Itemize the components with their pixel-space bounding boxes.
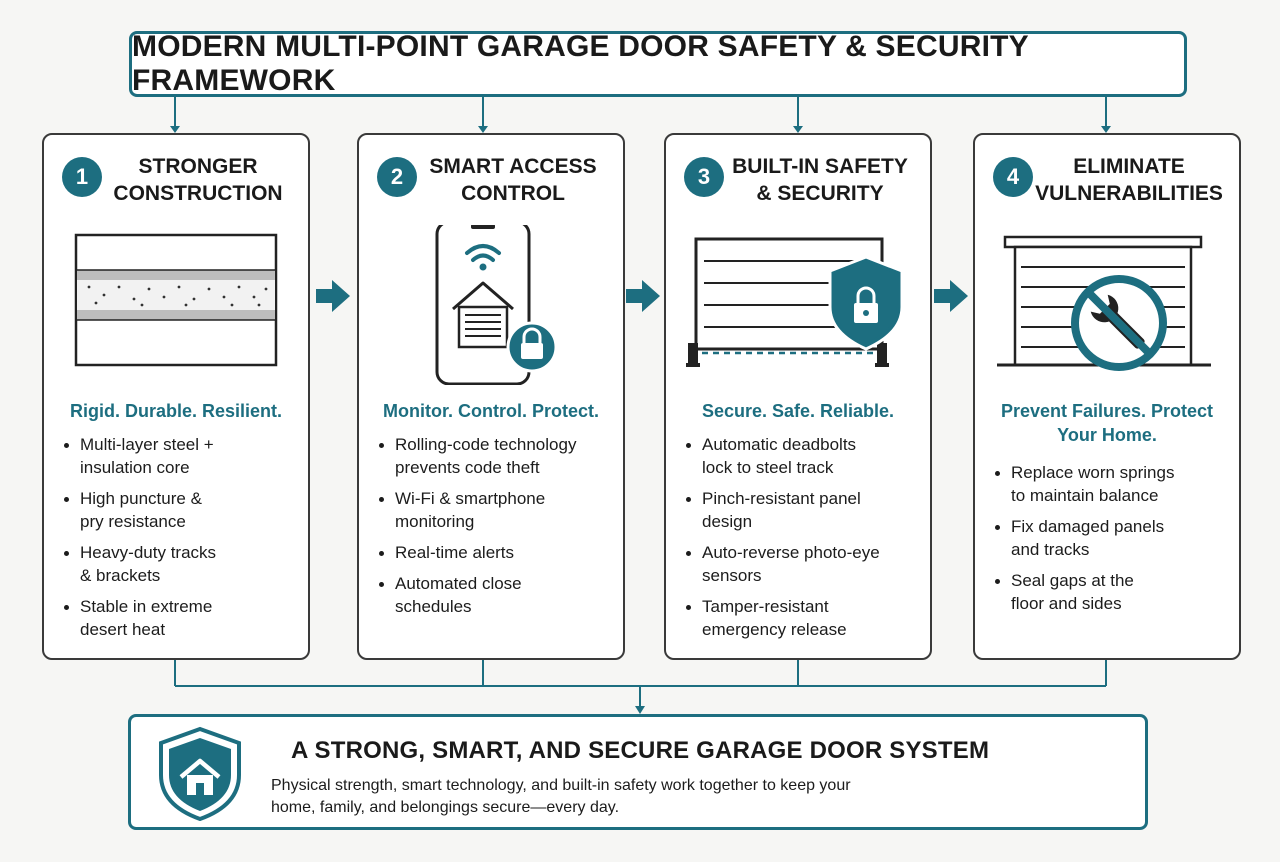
arrowhead-card1 [170,126,180,133]
arrowhead-card4 [1101,126,1111,133]
arrow-right-icon [626,280,660,312]
bullet-list: Multi-layer steel +insulation core High … [60,433,298,649]
garage-door-shield-icon [686,237,904,367]
card-tagline: Secure. Safe. Reliable. [701,401,895,421]
arrowhead-card2 [478,126,488,133]
summary-title: A STRONG, SMART, AND SECURE GARAGE DOOR … [291,737,990,764]
framework-title-box: MODERN MULTI-POINT GARAGE DOOR SAFETY & … [129,30,1187,97]
step-number-badge: 3 [684,157,724,197]
step-number-badge: 1 [62,157,102,197]
framework-title: MODERN MULTI-POINT GARAGE DOOR SAFETY & … [132,30,1029,97]
summary-box: A STRONG, SMART, AND SECURE GARAGE DOOR … [128,714,1148,830]
bullet-item: High puncture &pry resistance [60,487,298,533]
card-built-in-safety: 3 BUILT-IN SAFETY& SECURITY Secure. Safe… [664,133,932,660]
arrow-right-icon [934,280,968,312]
step-number-badge: 2 [377,157,417,197]
bullet-item: Multi-layer steel +insulation core [60,433,298,479]
arrow-right-icon [316,280,350,312]
card-header: 3 BUILT-IN SAFETY& SECURITY [666,153,930,213]
card-tagline: Rigid. Durable. Resilient. [69,401,283,421]
bullet-item: Real-time alerts [375,541,613,564]
summary-description: Physical strength, smart technology, and… [271,777,851,816]
arrowhead-card3 [793,126,803,133]
layered-panel-icon [74,233,278,367]
bullet-item: Heavy-duty tracks& brackets [60,541,298,587]
shield-home-icon [159,726,241,821]
step-number-badge: 4 [993,157,1033,197]
arrowhead-summary [635,706,645,714]
garage-no-tools-icon [997,235,1211,371]
smartphone-garage-icon [435,225,558,385]
card-title: BUILT-IN SAFETY& SECURITY [732,155,908,205]
card-tagline: Monitor. Control. Protect. [383,401,599,421]
